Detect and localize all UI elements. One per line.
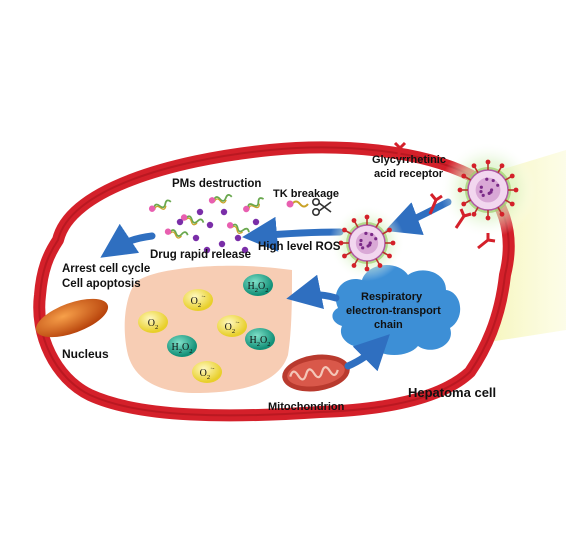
released-drug-particles: [176, 208, 260, 254]
glycyrrhetinic-label-2: acid receptor: [374, 168, 444, 180]
drug-particle: [252, 218, 260, 226]
ros-molecule-superoxide: O2: [138, 311, 168, 333]
mitochondrion: [282, 354, 350, 392]
polymer-fragment: [148, 199, 172, 212]
scissors-icon: [312, 198, 332, 217]
ros-molecule-label: O2·-: [191, 293, 206, 309]
ros-molecule-peroxide: H2O2: [167, 335, 197, 357]
nanoparticle-inner: [338, 214, 396, 272]
drug-particle: [176, 218, 184, 226]
ros-molecule-peroxide: H2O2: [243, 274, 273, 296]
ros-molecule-label: O2·-: [225, 319, 240, 335]
respiratory-label-3: chain: [374, 319, 403, 331]
drug-particle: [196, 208, 204, 216]
pms-destruction-label: PMs destruction: [172, 178, 261, 190]
ga-receptor-1: [428, 193, 443, 215]
ros-molecule-label: H2O2: [250, 335, 271, 348]
ros-molecule-label: H2O2: [172, 342, 193, 355]
drug-particle: [220, 208, 228, 216]
mitochondrion-label: Mitochondrion: [268, 401, 345, 413]
arrow-cloud-to-pool: [286, 274, 340, 310]
ga-receptor-2: [454, 208, 472, 229]
drug-rapid-release-label: Drug rapid release: [150, 249, 251, 261]
polymer-fragment: [226, 222, 250, 235]
drug-particle: [234, 234, 242, 242]
ros-molecule-superoxide: O2·-: [192, 361, 222, 383]
drug-particle: [203, 246, 211, 254]
ros-molecule-superoxide: O2·-: [183, 289, 213, 311]
ros-molecule-label: O2: [148, 318, 158, 331]
respiratory-label-2: electron-transport: [346, 305, 441, 317]
respiratory-label-1: Respiratory: [361, 291, 423, 303]
arrest-cell-cycle-label: Arrest cell cycle: [62, 263, 150, 275]
tk-linker: [286, 200, 309, 208]
polymer-fragment: [243, 197, 265, 213]
nucleus: [35, 298, 109, 338]
polymer-fragment: [164, 228, 189, 239]
hepatoma-cell-label: Hepatoma cell: [408, 385, 496, 400]
ga-receptors: [393, 141, 496, 250]
arrow-ros-to-release: [242, 216, 344, 252]
ros-molecule-superoxide: O2·-: [217, 315, 247, 337]
ros-molecule-label: O2·-: [200, 365, 215, 381]
nanoparticle-outer: [457, 159, 519, 221]
respiratory-chain-cloud: [332, 264, 461, 355]
polymer-fragment: [208, 194, 233, 204]
ga-receptor-3: [477, 233, 496, 250]
ga-receptor-4: [393, 141, 407, 161]
ros-pool: [124, 265, 292, 394]
drug-particle: [218, 240, 226, 248]
pms-fragments: [148, 194, 265, 239]
ros-molecule-label: H2O2: [248, 281, 269, 294]
cell-apoptosis-label: Cell apoptosis: [62, 278, 141, 290]
drug-particle: [206, 221, 214, 229]
drug-particle: [192, 234, 200, 242]
glycyrrhetinic-label-1: Glycyrrhetinic: [372, 154, 446, 166]
high-level-ros-label: High level ROS: [258, 241, 341, 253]
drug-particle: [241, 246, 249, 254]
ros-molecule-peroxide: H2O2: [245, 328, 275, 350]
polymer-fragment: [180, 214, 205, 226]
nucleus-label: Nucleus: [62, 347, 109, 361]
tk-breakage-label: TK breakage: [273, 188, 339, 200]
arrow-release-to-apoptosis: [100, 223, 156, 258]
arrow-mito-to-cloud: [344, 334, 390, 372]
